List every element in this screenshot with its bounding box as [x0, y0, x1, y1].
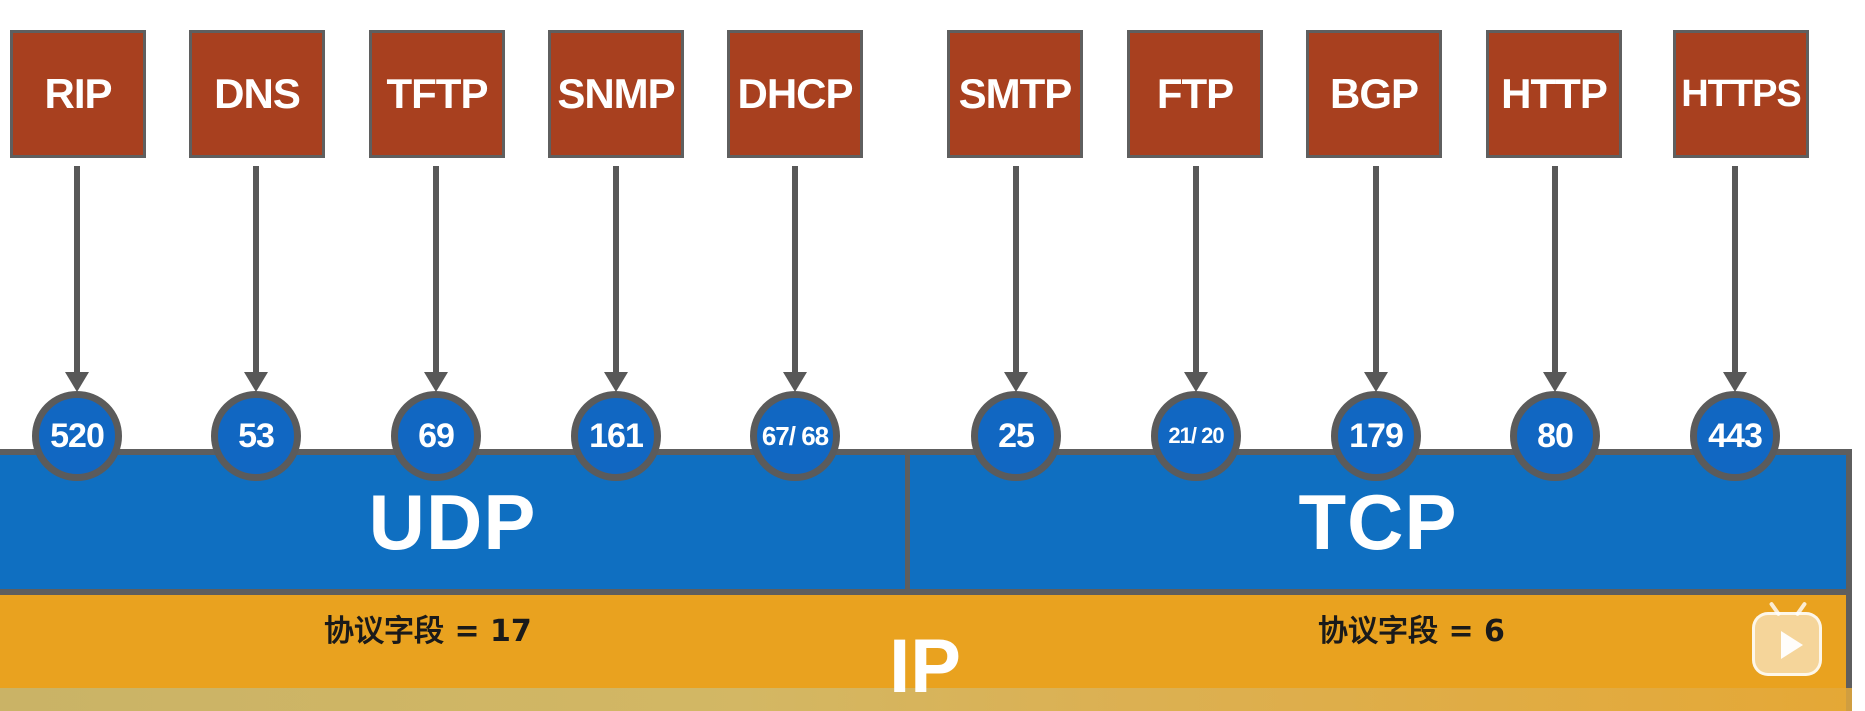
- port-circle-ftp: 21/ 20: [1151, 391, 1241, 481]
- arrow-head-rip: [65, 372, 89, 392]
- arrow-line-bgp: [1373, 166, 1379, 374]
- protocol-box-smtp: SMTP: [947, 30, 1083, 158]
- port-circle-https: 443: [1690, 391, 1780, 481]
- arrow-head-ftp: [1184, 372, 1208, 392]
- arrow-line-https: [1732, 166, 1738, 374]
- port-circle-smtp: 25: [971, 391, 1061, 481]
- arrow-line-snmp: [613, 166, 619, 374]
- arrow-head-http: [1543, 372, 1567, 392]
- protocol-box-http: HTTP: [1486, 30, 1622, 158]
- port-circle-dhcp: 67/ 68: [750, 391, 840, 481]
- arrow-head-smtp: [1004, 372, 1028, 392]
- arrow-head-dhcp: [783, 372, 807, 392]
- arrow-line-rip: [74, 166, 80, 374]
- ip-layer-fade: [0, 688, 1852, 711]
- arrow-head-snmp: [604, 372, 628, 392]
- arrow-head-tftp: [424, 372, 448, 392]
- arrow-head-https: [1723, 372, 1747, 392]
- protocol-box-ftp: FTP: [1127, 30, 1263, 158]
- arrow-line-smtp: [1013, 166, 1019, 374]
- play-triangle-icon: [1781, 631, 1803, 659]
- tcp-protocol-field: 协议字段 = 6: [1318, 614, 1505, 649]
- protocol-box-rip: RIP: [10, 30, 146, 158]
- port-circle-tftp: 69: [391, 391, 481, 481]
- protocol-box-dhcp: DHCP: [727, 30, 863, 158]
- udp-protocol-field: 协议字段 = 17: [324, 614, 532, 649]
- ip-label: IP: [889, 624, 961, 709]
- arrow-line-tftp: [433, 166, 439, 374]
- arrow-line-ftp: [1193, 166, 1199, 374]
- protocol-box-snmp: SNMP: [548, 30, 684, 158]
- protocol-box-dns: DNS: [189, 30, 325, 158]
- bilibili-play-icon[interactable]: [1752, 601, 1822, 676]
- port-circle-dns: 53: [211, 391, 301, 481]
- protocol-box-https: HTTPS: [1673, 30, 1809, 158]
- udp-label: UDP: [368, 477, 537, 566]
- arrow-line-dns: [253, 166, 259, 374]
- arrow-line-dhcp: [792, 166, 798, 374]
- port-circle-rip: 520: [32, 391, 122, 481]
- tcp-label: TCP: [1298, 477, 1458, 566]
- arrow-head-dns: [244, 372, 268, 392]
- port-circle-snmp: 161: [571, 391, 661, 481]
- protocol-box-bgp: BGP: [1306, 30, 1442, 158]
- port-circle-bgp: 179: [1331, 391, 1421, 481]
- arrow-line-http: [1552, 166, 1558, 374]
- arrow-head-bgp: [1364, 372, 1388, 392]
- port-circle-http: 80: [1510, 391, 1600, 481]
- protocol-box-tftp: TFTP: [369, 30, 505, 158]
